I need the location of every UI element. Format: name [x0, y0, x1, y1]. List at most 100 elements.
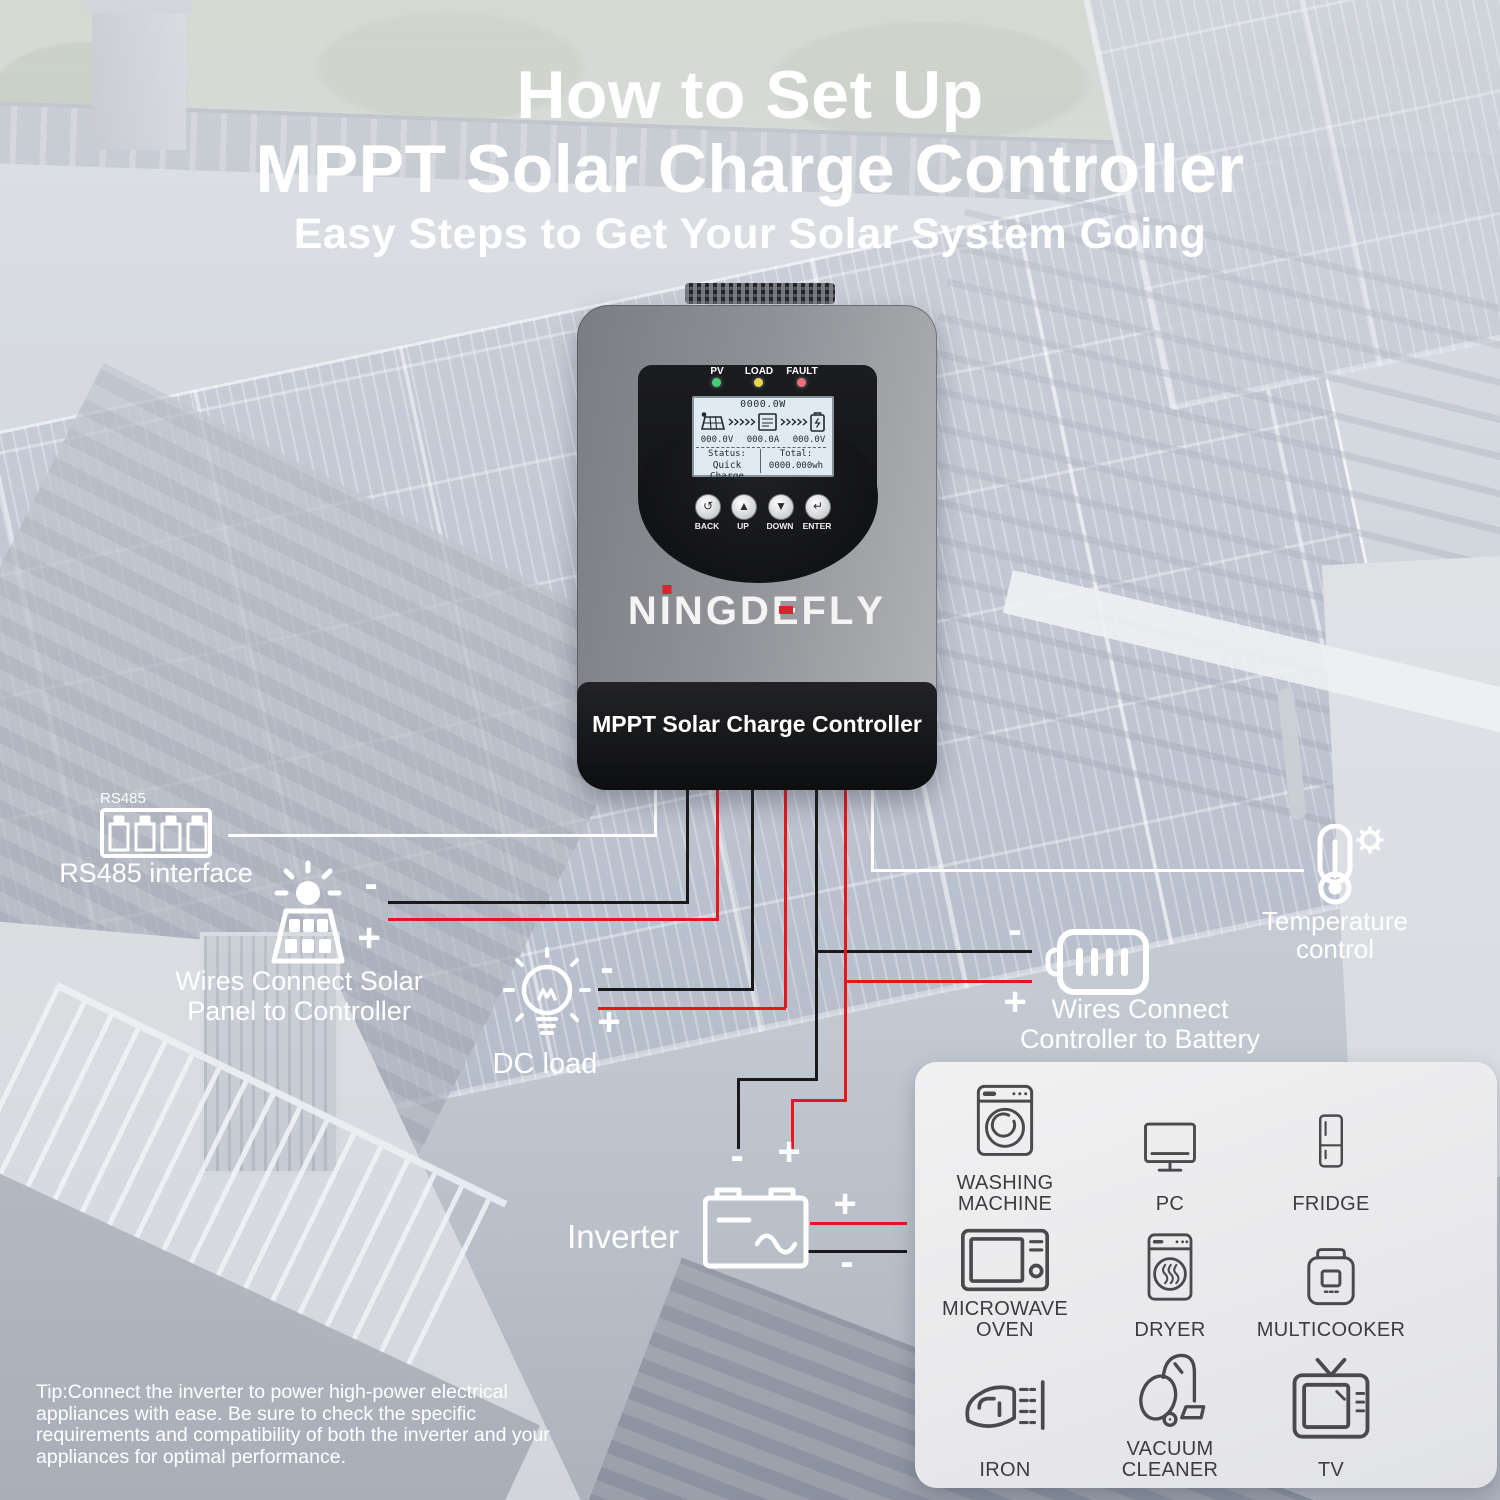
pc-icon	[1144, 1123, 1196, 1173]
microwave-oven-icon	[961, 1228, 1049, 1291]
page-title-line2: MPPT Solar Charge Controller	[255, 131, 1245, 207]
mppt-charge-controller-device: PV LOAD FAULT 0000.0W	[577, 283, 937, 790]
wire-inverter-negative-jog	[737, 1078, 818, 1081]
appliance-multicooker: MULTICOOKER	[1245, 1216, 1417, 1342]
up-button-label: UP	[737, 521, 749, 531]
lcd-total-label: Total:	[779, 449, 813, 459]
wire-battery-positive-horizontal	[844, 980, 1032, 983]
solar-minus-sign: -	[364, 862, 378, 906]
battery-plus-sign: +	[1003, 980, 1027, 1024]
down-button: ▼	[768, 494, 794, 520]
wire-inverter-positive-vertical	[791, 1099, 794, 1149]
up-button: ▲	[731, 494, 757, 520]
appliance-vacuum-cleaner: VACUUM CLEANER	[1095, 1342, 1245, 1482]
load-led-label: LOAD	[744, 366, 774, 377]
wire-battery-negative-vertical	[815, 788, 818, 1081]
lcd-divider	[696, 447, 826, 448]
wire-pv-positive-vertical	[716, 788, 719, 921]
appliance-label: IRON	[979, 1459, 1031, 1482]
vent-grille	[685, 283, 835, 304]
back-button: ↺	[695, 494, 721, 520]
lcd-battery-voltage: 000.0V	[792, 435, 826, 445]
dc-load-label: DC load	[492, 1048, 598, 1080]
down-button-label: DOWN	[766, 521, 794, 531]
inverter-output-minus-sign: -	[840, 1240, 854, 1284]
appliance-iron: IRON	[915, 1342, 1095, 1482]
appliance-label: PC	[1155, 1193, 1185, 1216]
pv-led-label: PV	[710, 366, 724, 377]
appliance-dryer: DRYER	[1095, 1216, 1245, 1342]
wire-load-positive-vertical	[784, 788, 787, 1008]
brand-logo: NINGDEFLY	[627, 589, 887, 633]
solar-wires-label-line2: Panel to Controller	[187, 996, 411, 1026]
appliance-grid: WASHING MACHINE PC FRIDGE	[915, 1062, 1497, 1488]
vacuum-cleaner-icon	[1139, 1353, 1206, 1427]
appliance-label: DRYER	[1134, 1319, 1206, 1342]
wire-load-negative-vertical	[751, 788, 754, 991]
down-icon: ▼	[775, 499, 787, 513]
rs485-interface-label: RS485 interface	[59, 858, 253, 888]
lcd-arrows-left-icon	[728, 418, 756, 426]
temperature-label-line2: control	[1295, 934, 1375, 964]
appliance-pc: PC	[1095, 1074, 1245, 1216]
lcd-sun-icon	[701, 412, 707, 417]
wire-load-negative-horizontal	[598, 988, 753, 991]
enter-button-label: ENTER	[802, 521, 832, 531]
rs485-connector-icon	[100, 808, 212, 858]
wire-battery-positive-vertical	[844, 788, 847, 1102]
solar-plus-sign: +	[357, 916, 381, 960]
controller-bottom-band: MPPT Solar Charge Controller	[577, 682, 937, 790]
wire-load-positive-horizontal	[598, 1007, 786, 1010]
lcd-pv-voltage: 000.0V	[700, 435, 734, 445]
page-title-line1: How to Set Up	[516, 57, 984, 133]
appliance-label: FRIDGE	[1292, 1193, 1370, 1216]
load-minus-sign: -	[600, 946, 614, 990]
temperature-sensor-icon	[1317, 824, 1384, 905]
inverter-label: Inverter	[567, 1218, 679, 1255]
inverter-output-plus-sign: +	[833, 1182, 857, 1226]
dryer-icon	[1147, 1233, 1193, 1302]
fault-led-label: FAULT	[786, 366, 818, 377]
wire-inverter-output-negative	[806, 1250, 907, 1253]
fridge-icon	[1318, 1114, 1344, 1169]
controller-model-label: MPPT Solar Charge Controller	[592, 711, 922, 737]
lcd-controller-icon	[758, 413, 777, 431]
battery-wires-label-line1: Wires Connect	[1051, 994, 1229, 1024]
appliance-label: WASHING MACHINE	[956, 1171, 1054, 1216]
temperature-label-line1: Temperature	[1262, 906, 1408, 936]
page-subtitle: Easy Steps to Get Your Solar System Goin…	[293, 210, 1207, 258]
lcd-display: 0000.0W	[692, 396, 834, 482]
appliance-label: MULTICOOKER	[1256, 1319, 1406, 1342]
appliance-label: TV	[1317, 1459, 1345, 1482]
lcd-battery-icon	[810, 412, 825, 432]
lcd-solar-panel-icon	[700, 416, 726, 430]
tip-text: Tip:Connect the inverter to power high-p…	[36, 1381, 550, 1468]
battery-icon	[1045, 929, 1149, 995]
back-button-label: BACK	[694, 521, 720, 531]
appliance-tv: TV	[1245, 1342, 1417, 1482]
wire-pv-positive-horizontal	[388, 918, 718, 921]
inverter-input-minus-sign: -	[730, 1134, 744, 1178]
lcd-arrows-right-icon	[780, 418, 808, 426]
inverter-icon	[703, 1187, 809, 1269]
appliance-label: MICROWAVE OVEN	[941, 1297, 1069, 1342]
load-led-indicator	[754, 378, 763, 387]
appliance-label: VACUUM CLEANER	[1121, 1437, 1219, 1482]
wire-battery-negative-horizontal	[815, 950, 1032, 953]
wire-temp-horizontal	[871, 869, 1304, 872]
wire-pv-negative-vertical	[686, 788, 689, 904]
wire-inverter-negative-vertical	[737, 1078, 740, 1149]
iron-icon	[965, 1380, 1045, 1431]
appliance-microwave-oven: MICROWAVE OVEN	[915, 1216, 1095, 1342]
wire-rs485-vertical	[654, 788, 657, 836]
inverter-input-plus-sign: +	[777, 1130, 801, 1174]
up-icon: ▲	[738, 499, 750, 513]
multicooker-icon	[1307, 1248, 1355, 1306]
wire-pv-negative-horizontal	[388, 901, 688, 904]
pv-led-indicator	[712, 378, 721, 387]
solar-wires-label-line1: Wires Connect Solar	[175, 966, 423, 996]
lcd-status-label: Status:	[708, 449, 746, 459]
rs485-caption: RS485	[100, 790, 146, 807]
battery-minus-sign: -	[1008, 908, 1022, 952]
appliance-fridge: FRIDGE	[1245, 1074, 1417, 1216]
